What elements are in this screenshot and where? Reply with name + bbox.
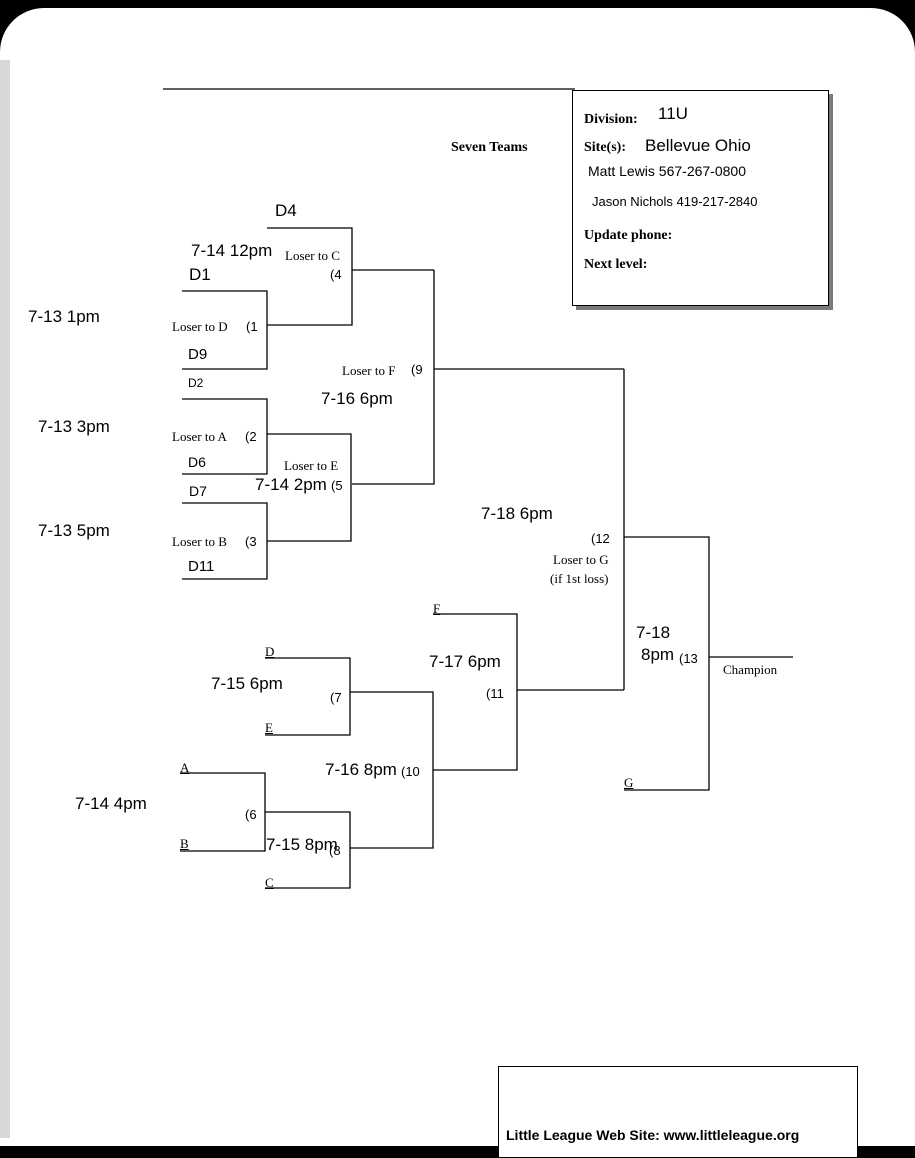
team-d1: D1 bbox=[189, 265, 211, 284]
game-1: (1 bbox=[246, 319, 258, 334]
division-value: 11U bbox=[658, 104, 688, 123]
game-8: (8 bbox=[329, 843, 341, 858]
time-7-18-8pm-date: 7-18 bbox=[636, 623, 671, 642]
time-7-18-8pm-hour: 8pm bbox=[641, 645, 675, 664]
time-7-15-8pm: 7-15 8pm bbox=[266, 835, 338, 854]
contact-1: Matt Lewis 567-267-0800 bbox=[588, 163, 746, 179]
update-phone-label: Update phone: bbox=[584, 228, 673, 243]
time-7-16-8pm: 7-16 8pm bbox=[325, 760, 397, 779]
division-label: Division: bbox=[584, 112, 638, 127]
time-7-13-1pm: 7-13 1pm bbox=[28, 307, 100, 326]
team-b: B bbox=[180, 836, 189, 851]
loser-to-g-note: (if 1st loss) bbox=[550, 571, 609, 586]
game-12: (12 bbox=[591, 531, 610, 546]
team-g: G bbox=[624, 775, 634, 790]
team-d9: D9 bbox=[188, 346, 208, 363]
champion-label: Champion bbox=[723, 662, 778, 677]
contact-2: Jason Nichols 419-217-2840 bbox=[592, 194, 758, 209]
team-f: F bbox=[433, 601, 441, 616]
team-d6: D6 bbox=[188, 454, 206, 470]
loser-to-b: Loser to B bbox=[172, 534, 227, 549]
time-7-18-6pm: 7-18 6pm bbox=[481, 504, 553, 523]
team-d7: D7 bbox=[189, 483, 207, 499]
team-e: E bbox=[265, 720, 273, 735]
loser-to-a: Loser to A bbox=[172, 429, 227, 444]
game-5: (5 bbox=[331, 478, 343, 493]
loser-to-c: Loser to C bbox=[285, 248, 340, 263]
game-3: (3 bbox=[245, 534, 257, 549]
site-value: Bellevue Ohio bbox=[645, 136, 751, 155]
game-9: (9 bbox=[411, 362, 423, 377]
sheet-edge bbox=[0, 60, 10, 1138]
next-level-label: Next level: bbox=[584, 257, 648, 272]
time-7-14-4pm: 7-14 4pm bbox=[75, 794, 147, 813]
game-2: (2 bbox=[245, 429, 257, 444]
game-10: (10 bbox=[401, 764, 420, 779]
game-7: (7 bbox=[330, 690, 342, 705]
team-a: A bbox=[180, 760, 190, 775]
game-13: (13 bbox=[679, 651, 698, 666]
loser-to-d: Loser to D bbox=[172, 319, 228, 334]
team-c: C bbox=[265, 875, 274, 890]
time-7-16-6pm: 7-16 6pm bbox=[321, 389, 393, 408]
footer-box bbox=[498, 1066, 858, 1158]
time-7-14-12pm: 7-14 12pm bbox=[191, 241, 273, 260]
info-box bbox=[572, 90, 829, 306]
time-7-15-6pm: 7-15 6pm bbox=[211, 674, 283, 693]
loser-to-f: Loser to F bbox=[342, 363, 396, 378]
time-7-17-6pm: 7-17 6pm bbox=[429, 652, 501, 671]
time-7-14-2pm: 7-14 2pm bbox=[255, 475, 327, 494]
loser-to-e: Loser to E bbox=[284, 458, 339, 473]
time-7-13-5pm: 7-13 5pm bbox=[38, 521, 110, 540]
subtitle: Seven Teams bbox=[451, 140, 528, 155]
team-d2: D2 bbox=[188, 376, 204, 390]
game-6: (6 bbox=[245, 807, 257, 822]
game-4: (4 bbox=[330, 267, 342, 282]
time-7-13-3pm: 7-13 3pm bbox=[38, 417, 110, 436]
team-d11: D11 bbox=[188, 558, 215, 575]
site-label: Site(s): bbox=[584, 140, 626, 155]
loser-to-g: Loser to G bbox=[553, 552, 609, 567]
team-d: D bbox=[265, 644, 275, 659]
footer-website: Little League Web Site: www.littleleague… bbox=[506, 1127, 800, 1143]
game-11: (11 bbox=[486, 686, 504, 701]
team-d4: D4 bbox=[275, 201, 297, 220]
